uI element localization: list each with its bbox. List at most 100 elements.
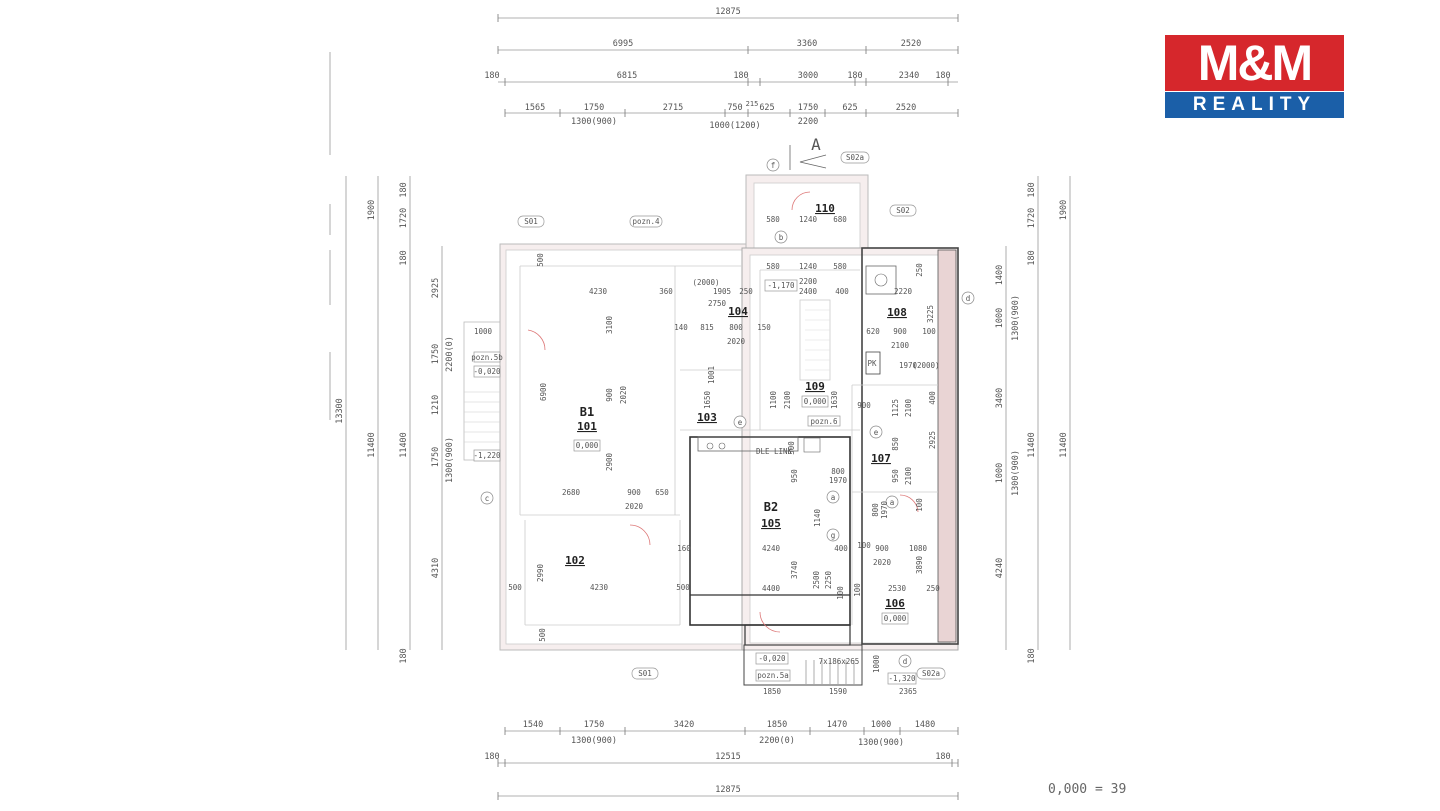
- dim-106-250: 250: [926, 584, 940, 593]
- dim-left-1000: 1000: [474, 327, 493, 336]
- grid-mark-a2: a: [890, 498, 895, 507]
- top-dim-total: 12875: [715, 7, 741, 17]
- bottom-dim-r1-4: 1850: [767, 720, 787, 730]
- dim-108-2220: 2220: [894, 287, 913, 296]
- grid-mark-e: e: [874, 428, 879, 437]
- right-dim-sub-2: 1300(900): [1011, 450, 1021, 496]
- top-dim-r3-2: 6815: [617, 71, 637, 81]
- dim-108-250: 250: [915, 263, 924, 277]
- dim-entry-1000: 1000: [872, 654, 881, 673]
- right-dim-inner-6: 3400: [995, 388, 1005, 408]
- dim-110-680: 680: [833, 215, 847, 224]
- room-110-number: 110: [815, 202, 835, 215]
- tag-pk: PK: [867, 359, 877, 368]
- dim-110-1240: 1240: [799, 215, 818, 224]
- left-dim-outer: 13300: [335, 398, 345, 424]
- dim-b1-900b: 900: [627, 488, 641, 497]
- dimension-ticks: [497, 14, 959, 800]
- dim-104-150: 150: [757, 323, 771, 332]
- room-101-level: 0,000: [576, 441, 599, 450]
- logo-bottom-text: REALITY: [1192, 94, 1317, 115]
- bottom-dim-sub-2: 2200(0): [759, 736, 795, 746]
- dim-107-2100b: 2100: [904, 466, 913, 485]
- dim-103-1001: 1001: [707, 366, 716, 384]
- bottom-dim-r1-5: 1470: [827, 720, 847, 730]
- section-mark-a: A: [811, 135, 821, 154]
- dim-106-1970: 1970: [880, 500, 889, 519]
- top-dim-r4-7: 1750: [798, 103, 818, 113]
- dim-b1-2020: 2020: [619, 385, 628, 404]
- dim-105-2500: 2500: [812, 570, 821, 589]
- bottom-dim-r2-1: 180: [484, 752, 499, 762]
- dim-104-2020: 2020: [727, 337, 746, 346]
- grid-mark-d2: d: [903, 657, 908, 666]
- room-b2-name: B2: [764, 500, 778, 514]
- top-dim-r3-1: 180: [484, 71, 499, 81]
- dim-105-1140: 1140: [813, 508, 822, 527]
- right-dim-inner-4: 1400: [995, 265, 1005, 285]
- right-dim-inner-1: 180: [1027, 182, 1037, 197]
- dim-102-500b: 500: [676, 583, 690, 592]
- top-dim-sub-1: 1300(900): [571, 117, 617, 127]
- dim-b1-650: 650: [655, 488, 669, 497]
- top-dim-r4-2: 1750: [584, 103, 604, 113]
- room-labels: B1 101 0,000 102 103 104 B2 105 106 0,00…: [565, 202, 909, 625]
- bottom-dim-r2-2: 12515: [715, 752, 741, 762]
- top-dim-r4-8: 625: [842, 103, 857, 113]
- left-dim-inner-5: 1750: [431, 344, 441, 364]
- left-dim-inner-2: 1720: [399, 208, 409, 228]
- dim-106-100: 100: [857, 541, 871, 550]
- right-dimension-labels: 1900 11400 180 1720 180 1400 1000 3400 1…: [995, 182, 1069, 663]
- level-entry-left: -0,020: [473, 367, 501, 376]
- dim-b1-2020b: 2020: [625, 502, 644, 511]
- tag-pozn5a: pozn.5a: [757, 671, 789, 680]
- tag-boxes: [473, 151, 946, 685]
- right-dim-inner-2: 1720: [1027, 208, 1037, 228]
- bottom-dim-r2-3: 180: [935, 752, 950, 762]
- dim-b1-width: 4230: [589, 287, 608, 296]
- dim-108-1970: 1970: [899, 361, 918, 370]
- dim-108-3225: 3225: [926, 305, 935, 323]
- grid-markers: [480, 158, 975, 668]
- dim-109-580: 580: [766, 262, 780, 271]
- bottom-dim-r1-6: 1000: [871, 720, 891, 730]
- grid-mark-a: a: [831, 493, 836, 502]
- grid-mark-e2: e: [738, 418, 743, 427]
- dim-106-2020: 2020: [873, 558, 892, 567]
- left-dim-sub-1: 2200(0): [445, 336, 455, 372]
- room-106-number: 106: [885, 597, 905, 610]
- level-entry-bottom: -0,020: [758, 654, 786, 663]
- dim-104-815: 815: [700, 323, 714, 332]
- dim-109-2400: 2400: [799, 287, 818, 296]
- logo-blue-band: REALITY: [1165, 92, 1344, 118]
- tag-s02a-bottom: S02a: [922, 669, 940, 678]
- dim-108-100: 100: [922, 327, 936, 336]
- dim-106-100b: 100: [853, 583, 862, 597]
- bottom-dim-r1-1: 1540: [523, 720, 543, 730]
- bottom-dim-sub-1: 1300(900): [571, 736, 617, 746]
- dim-110-580: 580: [766, 215, 780, 224]
- logo-top-text: M&M: [1197, 35, 1313, 91]
- room-107-number: 107: [871, 452, 891, 465]
- left-dimension-labels: 13300 1900 11400 180 1720 180 2925 1750 …: [335, 182, 455, 663]
- bottom-dim-sub-3: 1300(900): [858, 738, 904, 748]
- right-dim-outer-repeat: 11400: [1027, 432, 1037, 458]
- grid-mark-c: c: [485, 494, 490, 503]
- dim-107-850: 850: [891, 437, 900, 451]
- left-dim-inner-6: 1210: [431, 395, 441, 415]
- top-dim-sub-3: 2200: [798, 117, 818, 127]
- right-dim-inner-8: 4240: [995, 558, 1005, 578]
- dim-b1-2680: 2680: [562, 488, 581, 497]
- dim-entry-1590: 1590: [829, 687, 848, 696]
- right-dim-outer-2: 11400: [1059, 432, 1069, 458]
- dim-b1-6900: 6900: [539, 382, 548, 401]
- dim-107-1125: 1125: [891, 399, 900, 417]
- dim-106-1080: 1080: [909, 544, 928, 553]
- level-lower-bottom: -1,320: [888, 674, 916, 683]
- top-dim-r3-3: 180: [733, 71, 748, 81]
- top-dim-r3-6: 2340: [899, 71, 919, 81]
- left-dim-inner-7: 1750: [431, 447, 441, 467]
- dim-108-2100: 2100: [891, 341, 910, 350]
- room-109-level: 0,000: [804, 397, 827, 406]
